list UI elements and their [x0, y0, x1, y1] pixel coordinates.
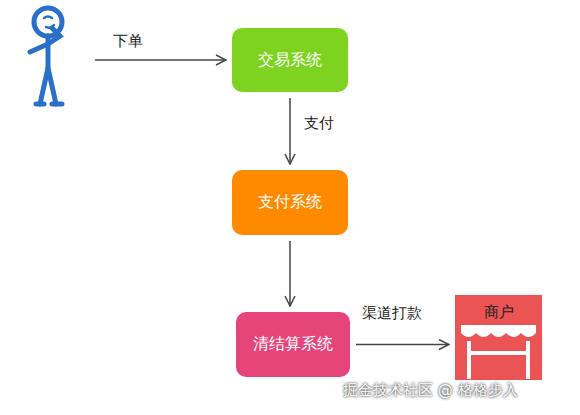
node-label: 交易系统: [258, 50, 322, 71]
node-label: 商户: [484, 303, 514, 322]
flow-arrow: [289, 98, 291, 164]
system-box: 清结算系统: [236, 312, 350, 377]
shop-frame: [469, 341, 528, 379]
flow-arrow: [289, 241, 291, 306]
node-label: 支付系统: [258, 192, 322, 213]
shop-awning: [461, 325, 536, 337]
node-label: 清结算系统: [253, 334, 333, 355]
system-box: 交易系统: [232, 28, 348, 92]
flow-label: 下单: [113, 32, 143, 51]
system-box: 支付系统: [232, 170, 348, 235]
edge-label: 支付: [304, 114, 334, 133]
person-figure: [30, 8, 62, 104]
merchant-shop: 商户: [455, 295, 542, 380]
flow-arrow: [356, 344, 449, 346]
order-arrow: [95, 59, 226, 61]
edge-label: 渠道打款: [362, 304, 422, 323]
watermark: 掘金技术社区 @ 格格步入: [343, 381, 518, 400]
